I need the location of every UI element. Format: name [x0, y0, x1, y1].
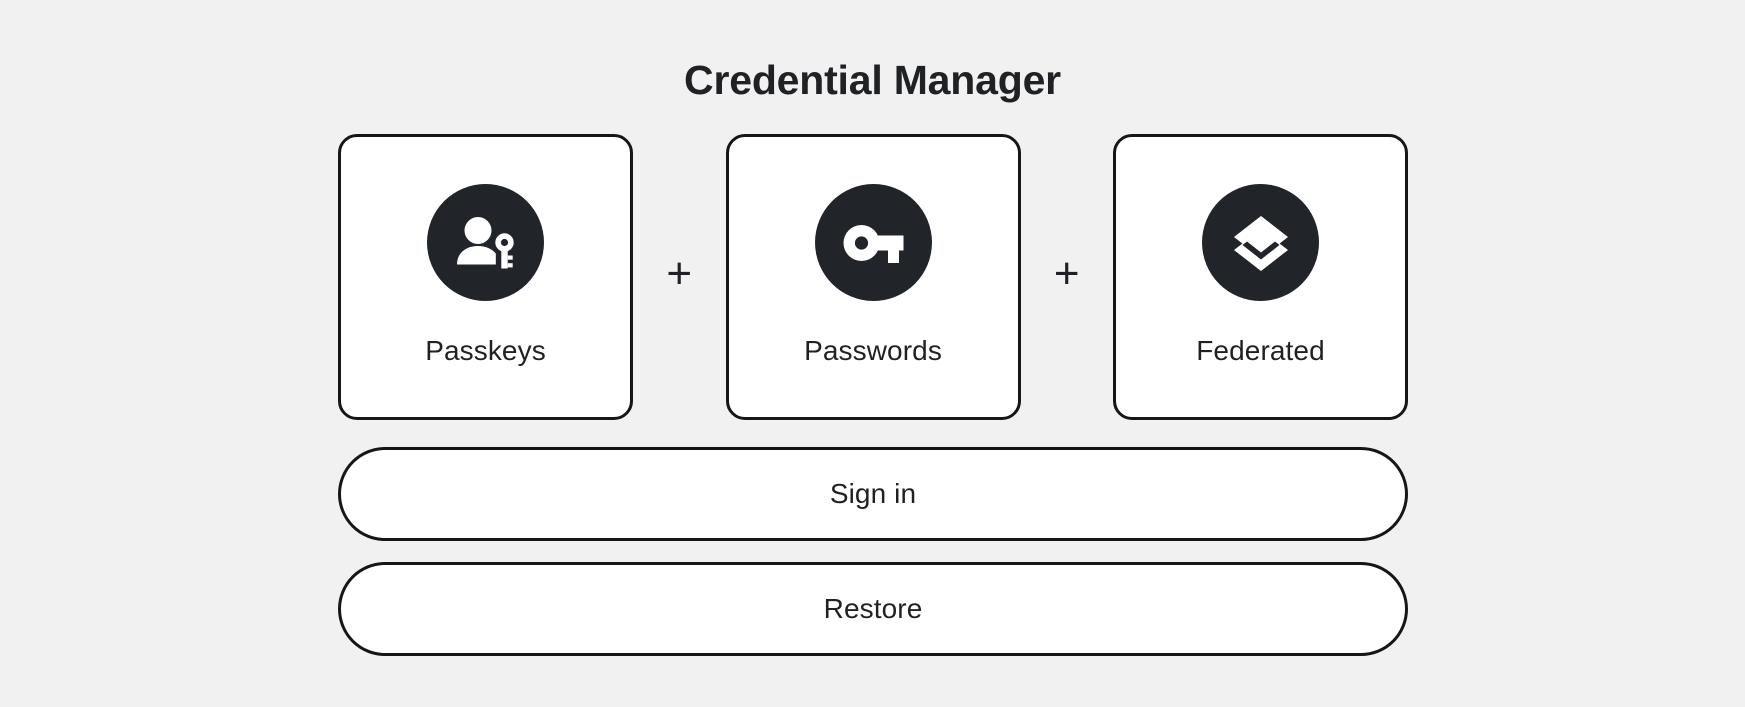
credential-card-label: Passwords [804, 335, 942, 366]
sign-in-button[interactable]: Sign in [338, 447, 1408, 541]
page-title: Credential Manager [684, 57, 1061, 104]
layers-icon [1202, 184, 1319, 301]
person-key-icon [427, 184, 544, 301]
credential-card-label: Passkeys [425, 335, 546, 366]
credential-card-label: Federated [1196, 335, 1325, 366]
credential-types-row: Passkeys + Passwords + [338, 134, 1408, 420]
credential-card-passwords[interactable]: Passwords [725, 134, 1021, 420]
credential-card-passkeys[interactable]: Passkeys [338, 134, 633, 420]
restore-button[interactable]: Restore [338, 562, 1408, 656]
plus-separator-icon: + [1053, 249, 1080, 298]
plus-separator-icon: + [666, 249, 693, 298]
key-icon [814, 184, 932, 301]
credential-card-federated[interactable]: Federated [1113, 134, 1408, 420]
